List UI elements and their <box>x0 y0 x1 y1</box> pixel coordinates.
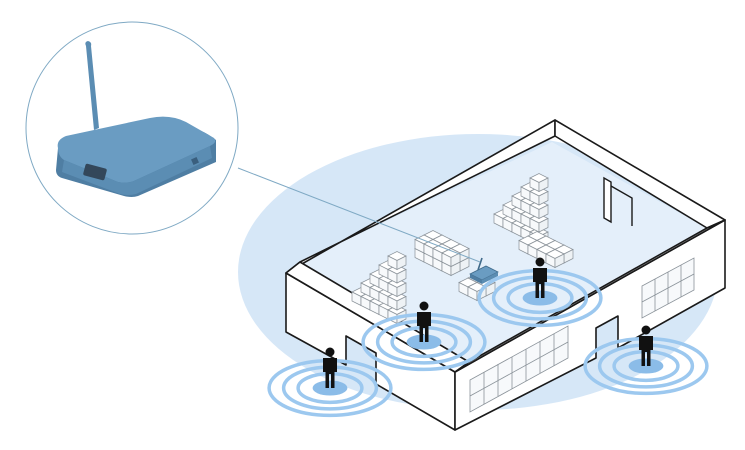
person-icon <box>323 347 337 388</box>
signal-core <box>628 358 664 374</box>
box-face <box>554 253 565 269</box>
box-face <box>396 255 407 271</box>
wireless-gateway-icon <box>469 257 499 284</box>
port-icon <box>191 157 199 165</box>
box-face <box>538 204 549 220</box>
person-icon <box>533 257 547 298</box>
box-face <box>396 295 407 311</box>
box-stacks <box>351 173 574 325</box>
box-face <box>538 177 549 193</box>
device-callout <box>25 21 239 235</box>
person-icon <box>639 325 653 366</box>
right-wall-shelving <box>641 257 695 319</box>
callout-leader-line <box>237 167 481 263</box>
person-icon <box>417 301 431 342</box>
people-group <box>323 257 653 388</box>
signal-core <box>312 380 348 396</box>
front-wall-shelving <box>469 325 569 413</box>
signal-core <box>406 334 442 350</box>
signal-core <box>522 290 558 306</box>
gateway-device-icon <box>56 116 216 197</box>
inner-partition-wall <box>603 176 612 224</box>
display-panel <box>83 163 107 181</box>
box-face <box>538 217 549 233</box>
box-face <box>396 268 407 284</box>
box-face <box>450 252 461 268</box>
box-face <box>538 190 549 206</box>
box-face <box>396 282 407 298</box>
antenna-icon <box>85 41 99 130</box>
